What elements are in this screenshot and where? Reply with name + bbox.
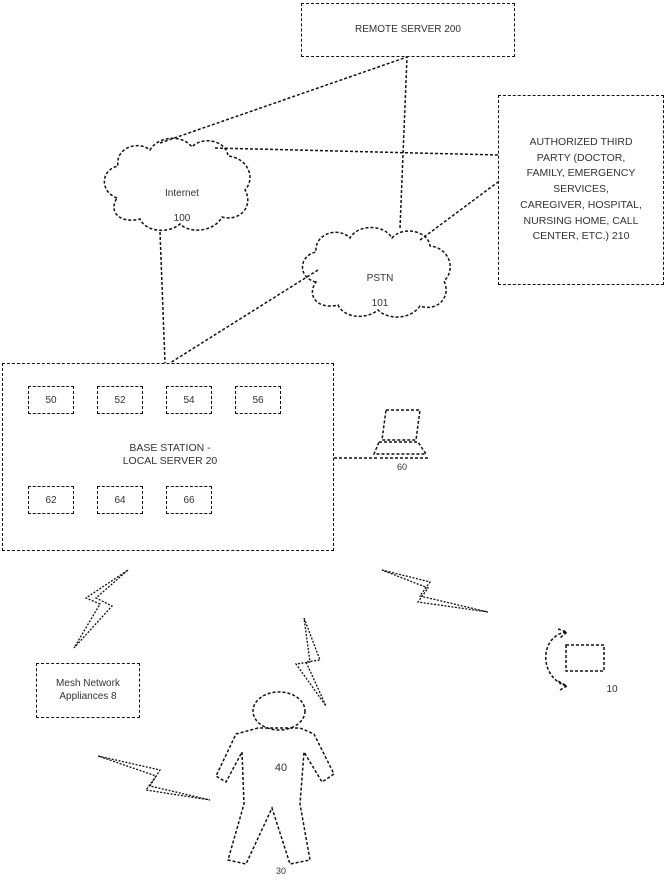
module-54: 54 bbox=[166, 386, 212, 414]
person-head-icon bbox=[253, 692, 305, 730]
link-pstn-third-party bbox=[420, 182, 498, 240]
wireless-link-mesh-icon bbox=[74, 570, 128, 648]
remote-server-label: REMOTE SERVER 200 bbox=[355, 24, 461, 37]
pstn-cloud-number: 101 bbox=[372, 298, 389, 309]
person-caption: 30 bbox=[266, 866, 296, 877]
terminal-label: 60 bbox=[390, 462, 414, 473]
internet-cloud-number: 100 bbox=[174, 213, 191, 224]
pstn-cloud-label: PSTN 101 bbox=[340, 260, 420, 310]
rotation-arrow-icon bbox=[546, 632, 566, 686]
module-64: 64 bbox=[97, 486, 143, 514]
link-internet-base-station bbox=[160, 232, 165, 363]
mesh-appliance-box: Mesh Network Appliances 8 bbox=[36, 663, 140, 718]
remote-server-box: REMOTE SERVER 200 bbox=[301, 3, 515, 57]
module-56: 56 bbox=[235, 386, 281, 414]
wireless-link-person-icon bbox=[296, 618, 326, 706]
device-label: 10 bbox=[600, 684, 624, 697]
module-62: 62 bbox=[28, 486, 74, 514]
module-50: 50 bbox=[28, 386, 74, 414]
wireless-link-bottom-icon bbox=[98, 756, 210, 800]
internet-cloud-label: Internet 100 bbox=[142, 175, 222, 225]
link-internet-remote-server bbox=[160, 57, 407, 143]
internet-cloud-name: Internet bbox=[165, 188, 199, 199]
terminal-icon bbox=[374, 410, 430, 458]
link-pstn-base-station bbox=[170, 270, 318, 363]
link-pstn-remote-server bbox=[400, 57, 407, 228]
person-body-icon bbox=[216, 728, 334, 864]
pstn-cloud-name: PSTN bbox=[367, 273, 394, 284]
base-station-label: BASE STATION - LOCAL SERVER 20 bbox=[80, 442, 260, 468]
person-body-label: 40 bbox=[266, 762, 296, 776]
device-icon bbox=[566, 645, 604, 671]
third-party-label: AUTHORIZED THIRD PARTY (DOCTOR, FAMILY, … bbox=[520, 135, 642, 245]
link-internet-third-party bbox=[215, 148, 498, 155]
module-52: 52 bbox=[97, 386, 143, 414]
mesh-appliance-label: Mesh Network Appliances 8 bbox=[56, 678, 120, 703]
third-party-box: AUTHORIZED THIRD PARTY (DOCTOR, FAMILY, … bbox=[498, 95, 664, 285]
module-66: 66 bbox=[166, 486, 212, 514]
wireless-link-device-icon bbox=[382, 570, 488, 612]
